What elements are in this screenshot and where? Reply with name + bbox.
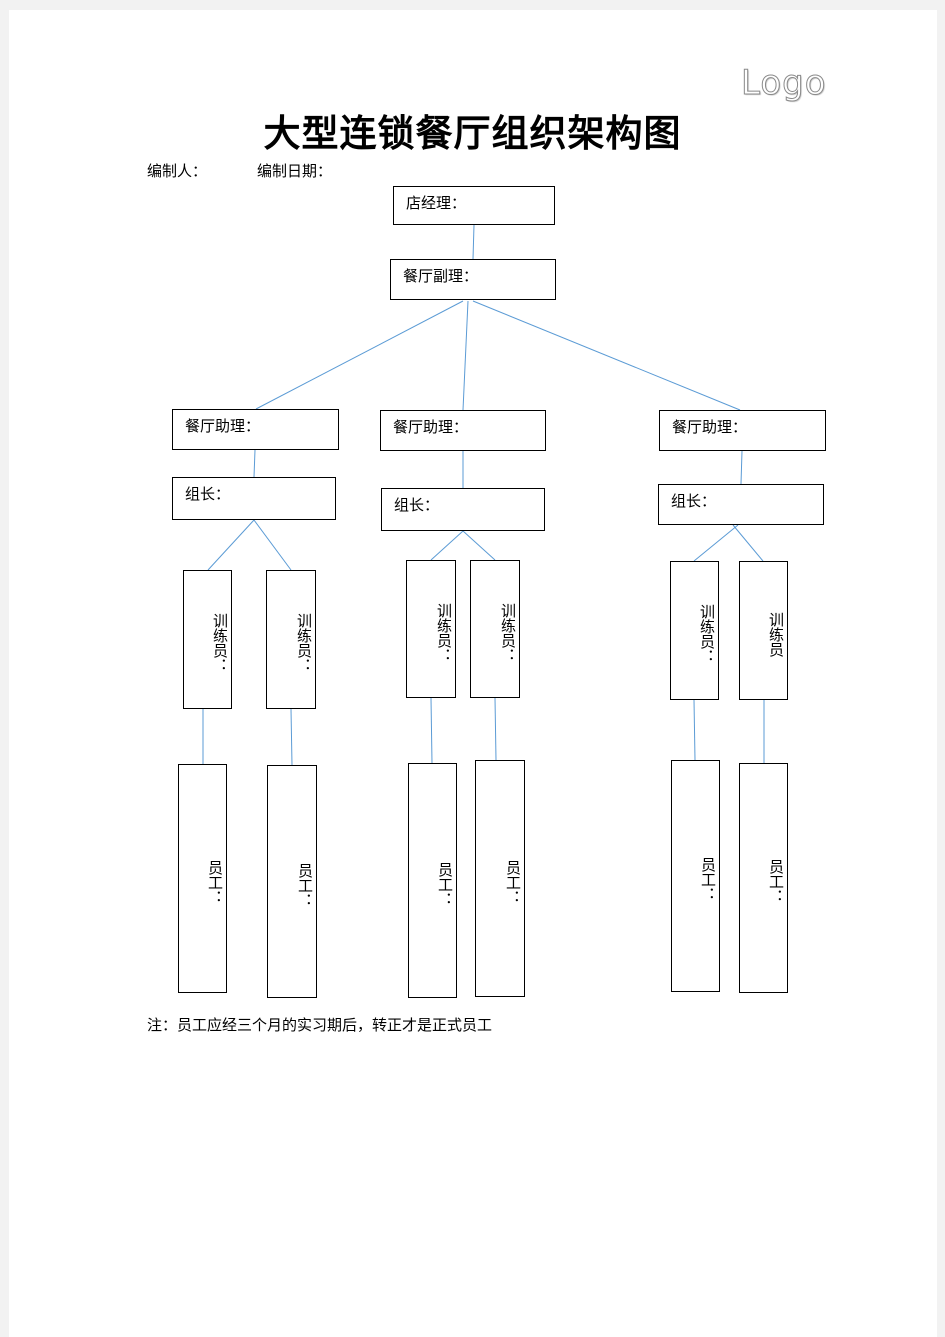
connector-trainer-staff-3a [693, 699, 696, 761]
staff-label-3b: 员工： [767, 859, 785, 904]
manager-label: 店经理： [406, 194, 467, 212]
staff-label-1b: 员工： [296, 862, 314, 908]
trainer-box-1b: 训练员： [266, 570, 316, 709]
staff-label-3a: 员工： [699, 857, 717, 902]
connector-leader-trainer-1a [207, 519, 255, 571]
connector-leader-trainer-3b [732, 524, 764, 562]
deputy-manager-box: 餐厅副理： [390, 259, 556, 300]
staff-box-2a: 员工： [408, 763, 457, 998]
connector-trainer-staff-2a [430, 697, 433, 764]
staff-box-1a: 员工： [178, 764, 227, 993]
team-leader-label-3: 组长： [671, 492, 717, 510]
staff-box-3b: 员工： [739, 763, 788, 993]
connector-assistant-leader-3 [740, 450, 743, 485]
connector-trainer-staff-2b [494, 697, 497, 761]
team-leader-box-1: 组长： [172, 477, 336, 520]
connector-leader-trainer-3a [693, 524, 739, 562]
trainer-label-2b: 训练员： [499, 602, 517, 663]
team-leader-label-1: 组长： [185, 485, 231, 503]
assistant-box-1: 餐厅助理： [172, 409, 339, 450]
deputy-manager-label: 餐厅副理： [403, 267, 479, 285]
assistant-label-1: 餐厅助理： [185, 417, 261, 435]
team-leader-box-3: 组长： [658, 484, 824, 525]
assistant-label-3: 餐厅助理： [672, 418, 748, 436]
staff-label-1a: 员工： [206, 859, 224, 905]
connector-leader-trainer-1b [253, 519, 292, 571]
staff-label-2b: 员工： [504, 859, 522, 905]
team-leader-box-2: 组长： [381, 488, 545, 531]
date-label: 编制日期： [257, 162, 333, 180]
footnote: 注：员工应经三个月的实习期后，转正才是正式员工 [147, 1016, 493, 1034]
staff-label-2a: 员工： [436, 861, 454, 907]
page-title: 大型连锁餐厅组织架构图 [263, 112, 682, 155]
connector-deputy-assistant-1 [255, 300, 464, 410]
trainer-label-3b: 训练员 [767, 611, 785, 657]
staff-box-2b: 员工： [475, 760, 525, 997]
connector-trainer-staff-1b [290, 708, 293, 766]
staff-box-3a: 员工： [671, 760, 720, 992]
logo: Logo [741, 63, 827, 103]
trainer-label-1a: 训练员： [211, 613, 229, 673]
manager-box: 店经理： [393, 186, 555, 225]
assistant-label-2: 餐厅助理： [393, 418, 469, 436]
connector-deputy-assistant-2 [462, 300, 469, 411]
trainer-box-3a: 训练员： [670, 561, 719, 700]
staff-box-1b: 员工： [267, 765, 317, 998]
connector-leader-trainer-2b [462, 530, 496, 561]
trainer-label-1b: 训练员： [295, 613, 313, 673]
connector-leader-trainer-2a [430, 530, 464, 561]
connector-assistant-leader-1 [253, 449, 256, 478]
connector-manager-deputy [472, 224, 475, 260]
trainer-label-2a: 训练员： [435, 602, 453, 663]
trainer-box-2b: 训练员： [470, 560, 520, 698]
assistant-box-2: 餐厅助理： [380, 410, 546, 451]
author-label: 编制人： [147, 162, 208, 180]
trainer-box-2a: 训练员： [406, 560, 456, 698]
trainer-box-1a: 训练员： [183, 570, 232, 709]
assistant-box-3: 餐厅助理： [659, 410, 826, 451]
trainer-box-3b: 训练员 [739, 561, 788, 700]
trainer-label-3a: 训练员： [698, 604, 716, 664]
connector-deputy-assistant-3 [472, 300, 741, 411]
team-leader-label-2: 组长： [394, 496, 440, 514]
